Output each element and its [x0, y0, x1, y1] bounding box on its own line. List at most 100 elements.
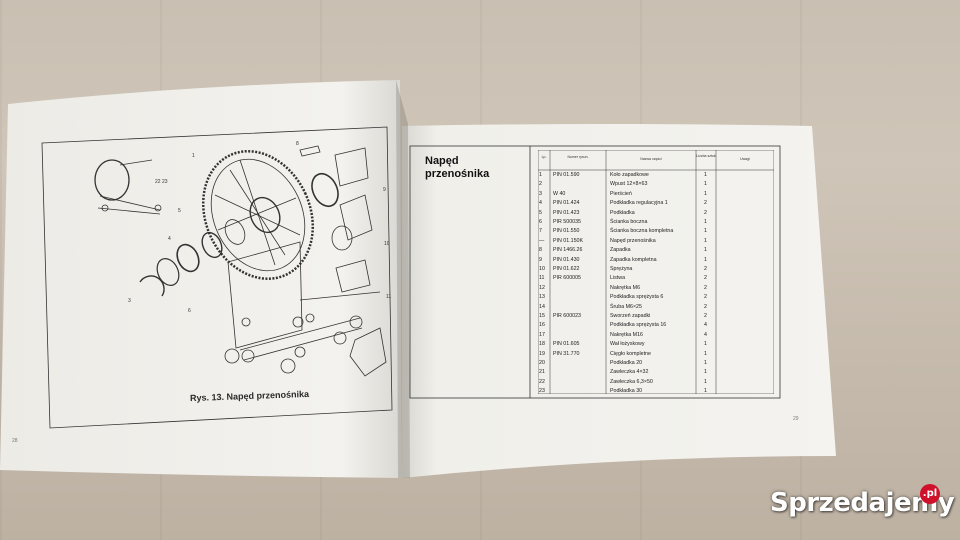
watermark-pl-badge: .pl	[920, 484, 940, 504]
cell-lp: 22	[539, 378, 545, 385]
cell-name: Listwa	[610, 275, 626, 282]
cell-lp: —	[539, 237, 545, 244]
cell-lp: 17	[539, 331, 545, 338]
svg-text:5: 5	[178, 208, 181, 214]
header-name: Nazwa części	[640, 157, 662, 161]
cell-lp: 1	[539, 172, 542, 178]
cell-qty: 1	[704, 237, 707, 244]
cell-num: PIN 01.424	[553, 200, 580, 207]
cell-qty: 1	[704, 369, 707, 376]
table-frame	[409, 145, 781, 399]
cell-qty: 2	[704, 303, 707, 310]
cell-lp: 11	[539, 275, 545, 282]
cell-name: Napęd przenośnika	[610, 237, 656, 244]
table-row: — PIN 01.150K Napęd przenośnika 1	[538, 238, 774, 245]
header-notes: Uwagi	[740, 157, 750, 161]
left-page-number: 28	[12, 438, 18, 444]
cell-name: Zapadka kompletna	[610, 256, 657, 263]
cell-name: Podkładka sprężysta 16	[610, 322, 667, 329]
cell-lp: 16	[539, 322, 545, 329]
exploded-drawing	[94, 145, 387, 377]
cell-lp: 13	[539, 294, 545, 301]
svg-text:22 23: 22 23	[155, 179, 168, 185]
cell-num: W 40	[553, 190, 566, 197]
cell-qty: 2	[704, 284, 707, 291]
cell-name: Wpust 12×8×63	[610, 181, 648, 188]
table-row: 4 PIN 01.424 Podkładka regulacyjna 1 2	[538, 200, 774, 207]
cell-lp: 8	[539, 247, 542, 254]
cell-qty: 2	[704, 200, 707, 207]
table-row: 11 PIR 600005 Listwa 2	[538, 275, 774, 282]
table-row: 2 Wpust 12×8×63 1	[538, 181, 774, 188]
cell-qty: 2	[704, 266, 707, 272]
cell-qty: 2	[704, 209, 707, 216]
cell-name: Podkładka regulacyjna 1	[610, 200, 668, 207]
cell-name: Wał łożyskowy	[610, 341, 645, 348]
cell-lp: 2	[539, 181, 542, 188]
svg-text:11: 11	[386, 294, 391, 300]
cell-name: Ścianka boczna	[610, 219, 648, 225]
cell-lp: 23	[539, 388, 545, 395]
cell-num: PIN 01.605	[553, 341, 580, 348]
cell-lp: 7	[539, 228, 542, 235]
cell-qty: 2	[704, 275, 707, 282]
cell-qty: 1	[704, 350, 707, 357]
cell-lp: 5	[539, 209, 542, 216]
cell-qty: 1	[704, 219, 707, 225]
cell-name: Podkładka sprężysta 6	[610, 294, 664, 301]
cell-num: PIN 31.770	[553, 350, 580, 357]
cell-name: Ścianka boczna kompletna	[610, 228, 674, 235]
cell-lp: 18	[539, 341, 545, 348]
svg-text:1: 1	[192, 153, 195, 159]
right-page-number: 29	[793, 416, 799, 422]
cell-lp: 3	[539, 190, 542, 197]
cell-lp: 10	[539, 266, 545, 272]
parts-table: Lp. Numer rysun. Nazwa części Liczba szt…	[538, 150, 774, 394]
cell-name: Cięgło kompletne	[610, 350, 651, 357]
header-number: Numer rysun.	[567, 155, 589, 159]
svg-text:10: 10	[384, 241, 390, 247]
cell-name: Nakrętka M16	[610, 331, 643, 338]
header-lp: Lp.	[541, 155, 547, 159]
cell-name: Koło zapadkowe	[610, 172, 649, 178]
cell-lp: 9	[539, 256, 542, 263]
cell-qty: 4	[704, 331, 707, 338]
cell-num: PIN 01.430	[553, 256, 580, 263]
table-row: 22 Zawleczka 6,3×50 1	[538, 379, 774, 386]
cell-num: PIR 600005	[553, 275, 581, 282]
cell-name: Zawleczka 4×32	[610, 369, 649, 376]
section-title: Napęd przenośnika	[425, 155, 490, 180]
cell-name: Zawleczka 6,3×50	[610, 378, 653, 385]
cell-qty: 1	[704, 172, 707, 178]
cell-qty: 1	[704, 378, 707, 385]
table-row: 21 Zawleczka 4×32 1	[538, 369, 774, 376]
cell-qty: 2	[704, 294, 707, 301]
cell-lp: 19	[539, 350, 545, 357]
cell-num: PIN 01.423	[553, 209, 580, 216]
svg-text:8: 8	[296, 141, 299, 147]
cell-qty: 1	[704, 181, 707, 188]
cell-name: Śruba M6×25	[610, 303, 642, 310]
cell-num: PIN 01.150K	[553, 237, 584, 244]
svg-text:4: 4	[168, 236, 171, 242]
cell-qty: 1	[704, 247, 707, 254]
cell-lp: 4	[539, 200, 542, 207]
cell-qty: 2	[704, 313, 707, 319]
table-row: 19 PIN 31.770 Cięgło kompletne 1	[538, 351, 774, 358]
svg-text:9: 9	[383, 187, 386, 193]
cell-lp: 15	[539, 313, 545, 319]
cell-lp: 21	[539, 369, 545, 376]
table-row: 5 PIN 01.423 Podkładka 2	[538, 210, 774, 217]
cell-num: PIN 01.550	[553, 228, 580, 235]
cell-name: Podkładka	[610, 209, 635, 216]
cell-name: Sworzeń zapadki	[610, 313, 651, 319]
